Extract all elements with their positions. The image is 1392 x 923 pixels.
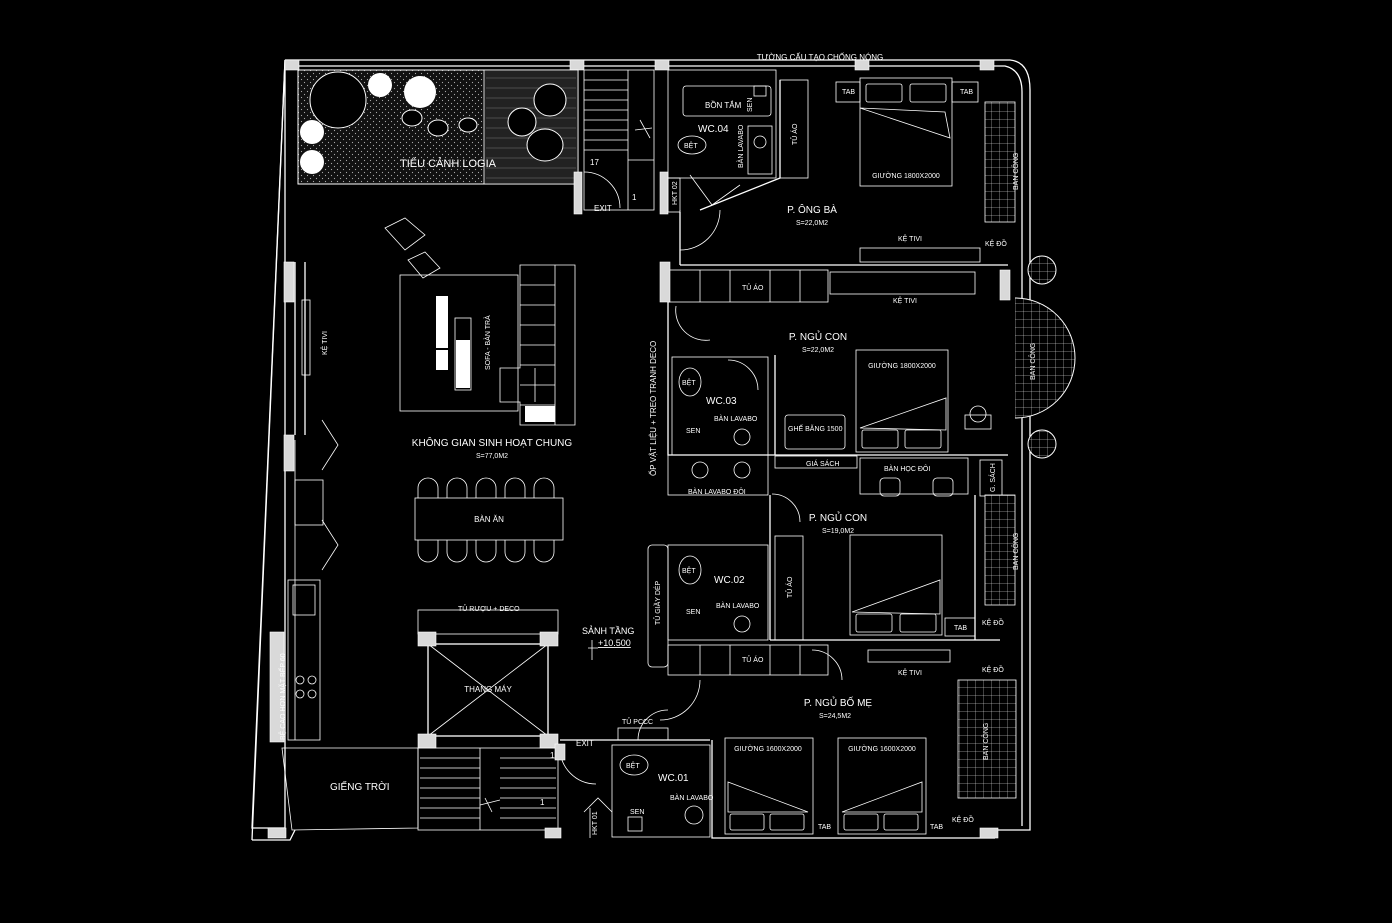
ke-do-1: KỆ ĐỒ <box>985 238 1007 248</box>
ban-cong-2: BAN CÔNG <box>1028 343 1037 380</box>
giuong-1600-b: GIƯỜNG 1600X2000 <box>848 744 916 753</box>
room-bo-me: P. NGỦ BỐ MẸ S=24,5M2 GIƯỜNG 1600X2000 G… <box>560 649 1017 839</box>
ke-tivi-con: KỆ TIVI <box>893 296 917 305</box>
ban-lavabo-wc01: BÀN LAVABO <box>670 793 714 802</box>
door-swings <box>637 209 801 741</box>
wc04-zone: TƯỜNG CẤU TẠO CHỐNG NÓNG BỒN TẮM SEN WC.… <box>667 52 883 206</box>
room-ngu-con-2: P. NGỦ CON S=19,0M2 TAB TỦ ÁO BAN CÔNG K… <box>769 494 1020 641</box>
tab-bo-me-2: TAB <box>930 824 943 831</box>
living-area: SOFA - BÀN TRÀ KỆ TIVI KHÔNG GIAN SINH H… <box>277 217 576 741</box>
tu-ao-bo-me: TỦ ÁO <box>742 655 764 664</box>
ban-lavabo-doi: BÀN LAVABO ĐÔI <box>688 487 746 496</box>
g-sach: G. SÁCH <box>988 463 997 492</box>
s-ngu-con-1: S=22,0M2 <box>802 347 834 354</box>
tu-ao-ongba: TỦ ÁO <box>790 123 799 145</box>
sen-wc01: SEN <box>630 809 644 816</box>
p-ngu-con-1: P. NGỦ CON <box>789 330 847 343</box>
ke-do-3: KỆ ĐỒ <box>982 664 1004 674</box>
tieu-canh-label: TIỂU CẢNH LOGIA <box>400 157 497 170</box>
wc01-label: WC.01 <box>658 773 689 784</box>
ban-hoc-doi: BÀN HỌC ĐÔI <box>884 464 930 473</box>
exit-bottom: EXIT <box>576 739 594 748</box>
giuong-ongba: GIƯỜNG 1800X2000 <box>872 171 940 180</box>
tu-giay-dep: TỦ GIẦY DÉP <box>652 580 662 625</box>
ke-do-4: KỆ ĐỒ <box>952 814 974 824</box>
wc02-label: WC.02 <box>714 575 745 586</box>
bon-tam-label: BỒN TẮM <box>705 100 742 110</box>
tuong-cau-tao: TƯỜNG CẤU TẠO CHỐNG NÓNG <box>757 52 883 62</box>
ban-lavabo-wc04: BÀN LAVABO <box>736 124 745 168</box>
ban-lavabo-wc02: BÀN LAVABO <box>716 601 760 610</box>
logia-garden: TIỂU CẢNH LOGIA <box>297 69 579 185</box>
bet-wc02: BỆT <box>682 566 696 575</box>
s-ong-ba: S=22,0M2 <box>796 220 828 227</box>
room-ong-ba: TỦ ÁO GIƯỜNG 1800X2000 TAB TAB P. ÔNG BÀ… <box>679 77 1057 285</box>
p-ong-ba-label: P. ÔNG BÀ <box>787 203 837 216</box>
be-cao: BỆ CAO HƠN MẶT BẾP 60 <box>277 653 287 740</box>
tab-ongba-right: TAB <box>960 89 973 96</box>
bet-wc04: BỆT <box>684 141 698 150</box>
wc03-label: WC.03 <box>706 396 737 407</box>
gia-sach: GIÁ SÁCH <box>806 459 839 468</box>
gieng-troi: GIẾNG TRỜI <box>330 780 390 793</box>
tu-ruou: TỦ RƯỢU + DECO <box>458 604 520 613</box>
ban-cong-4: BAN CÔNG <box>981 723 990 760</box>
tu-pccc: TỦ PCCC <box>622 717 653 726</box>
s-bo-me: S=24,5M2 <box>819 713 851 720</box>
s-kgshc: S=77,0M2 <box>476 453 508 460</box>
hkt01: HKT 01 <box>592 811 599 835</box>
tab-ongba-left: TAB <box>842 89 855 96</box>
tu-ao-corridor-label: TỦ ÁO <box>742 283 764 292</box>
ban-cong-1: BAN CÔNG <box>1011 153 1020 190</box>
wc04-label: WC.04 <box>698 124 729 135</box>
stair-bottom: 19 1 EXIT GIẾNG TRỜI <box>267 739 999 839</box>
sen-wc02: SEN <box>686 609 700 616</box>
ke-tivi-ongba: KỆ TIVI <box>898 234 922 243</box>
bet-wc01: BỆT <box>626 761 640 770</box>
exit-top: EXIT <box>594 204 612 213</box>
giuong-1600-a: GIƯỜNG 1600X2000 <box>734 744 802 753</box>
p-ngu-con-2: P. NGỦ CON <box>809 511 867 524</box>
tu-ao-con2: TỦ ÁO <box>785 576 794 598</box>
wc02-zone: TỦ GIẦY DÉP BỆT WC.02 BÀN LAVABO SEN TỦ … <box>647 544 1004 677</box>
lavabo-doi-zone: BÀN LAVABO ĐÔI GIÁ SÁCH BÀN HỌC ĐÔI G. S… <box>667 454 1003 497</box>
stair-top: 17 1 EXIT HKT 02 <box>573 69 681 215</box>
sanh-tang: SẢNH TẦNG <box>582 625 634 636</box>
ke-do-2: KỆ ĐỒ <box>982 617 1004 627</box>
elevator-lobby: TỦ RƯỢU + DECO THANG MÁY SẢNH TẦNG +10.5… <box>417 604 634 749</box>
sen-wc04: SEN <box>747 98 754 112</box>
kgshc-label: KHÔNG GIAN SINH HOẠT CHUNG <box>412 436 573 449</box>
wc01-zone: BỆT WC.01 BÀN LAVABO SEN TỦ PCCC HKT 01 <box>583 717 714 838</box>
tab-con2: TAB <box>954 625 967 632</box>
cao-do: +10.500 <box>598 638 631 648</box>
outer-walls <box>251 59 1031 841</box>
giuong-con-1: GIƯỜNG 1800X2000 <box>868 361 936 370</box>
step17: 17 <box>590 158 599 167</box>
op-vat-lieu: ỐP VẬT LIỆU + TREO TRANH DECO <box>648 341 658 476</box>
ke-tivi-bo-me: KỆ TIVI <box>898 668 922 677</box>
step1: 1 <box>632 193 637 202</box>
ban-lavabo-wc03: BÀN LAVABO <box>714 414 758 423</box>
ban-cong-3: BAN CÔNG <box>1011 533 1020 570</box>
bet-wc03: BỆT <box>682 378 696 387</box>
step1b: 1 <box>540 798 545 807</box>
tu-ao-corridor: TỦ ÁO KỆ TIVI <box>659 261 976 305</box>
p-ngu-bo-me: P. NGỦ BỐ MẸ <box>804 695 872 709</box>
sen-wc03: SEN <box>686 428 700 435</box>
ghe-bang: GHẾ BĂNG 1500 <box>788 423 843 433</box>
ban-an-label: BÀN ĂN <box>474 515 504 524</box>
hkt02: HKT 02 <box>672 181 679 205</box>
s-ngu-con-2: S=19,0M2 <box>822 528 854 535</box>
tab-bo-me-1: TAB <box>818 824 831 831</box>
wc03-zone: BỆT WC.03 BÀN LAVABO SEN ỐP VẬT LIỆU + T… <box>648 341 769 476</box>
room-ngu-con-1: P. NGỦ CON S=22,0M2 GIƯỜNG 1800X2000 GHẾ… <box>667 269 1076 459</box>
ke-tivi-living: KỆ TIVI <box>320 331 329 355</box>
sofa-label: SOFA - BÀN TRÀ <box>483 315 492 370</box>
thang-may: THANG MÁY <box>464 685 512 694</box>
